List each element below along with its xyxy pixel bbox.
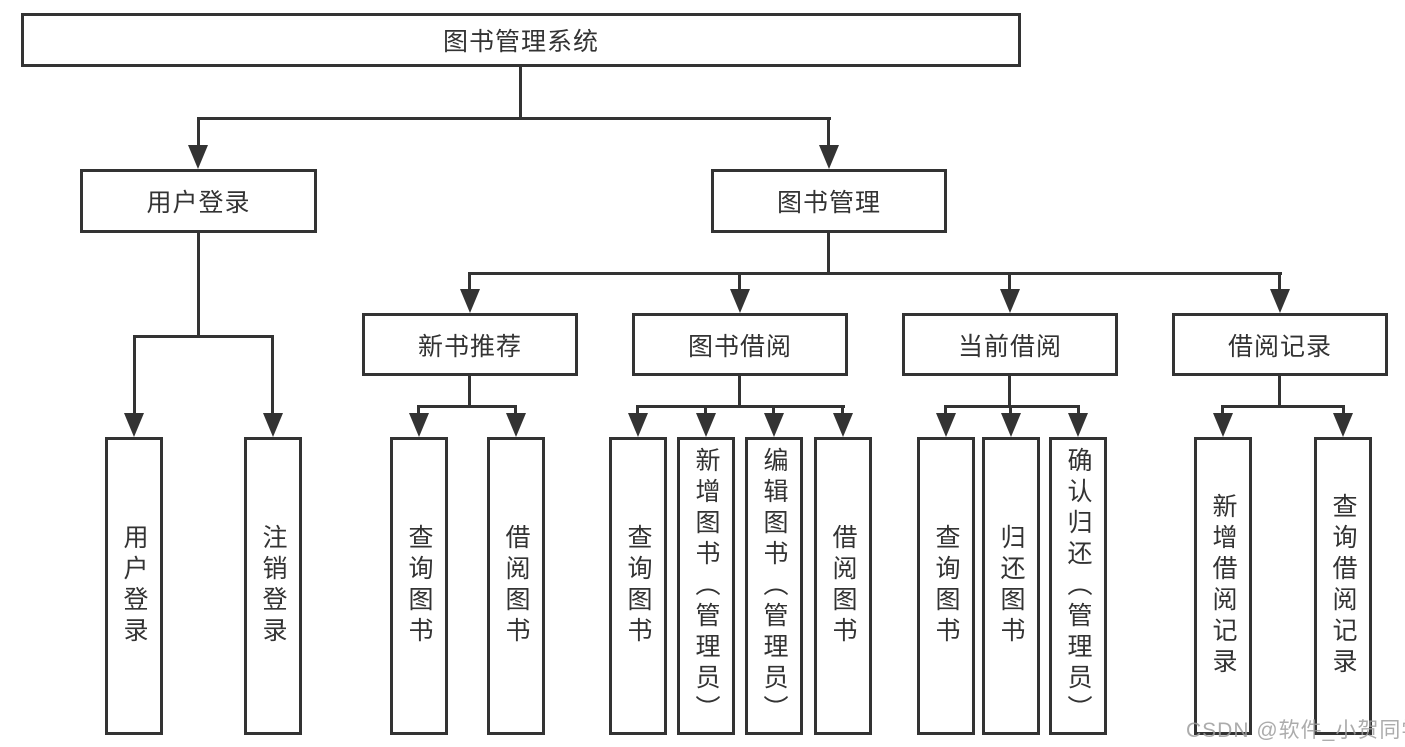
connector-line [417, 405, 420, 415]
leaf-label: 查询图书 [624, 524, 652, 648]
leaf-label: 归还图书 [997, 524, 1025, 648]
arrow-down-icon [409, 413, 429, 437]
watermark-csdn: CSDN @软件_小贺同学 [1186, 719, 1405, 742]
connector-line [1009, 405, 1012, 415]
arrow-down-icon [730, 289, 750, 313]
leaf-label: 借阅图书 [829, 524, 857, 648]
connector-line [468, 272, 471, 291]
node-label: 新书推荐 [417, 332, 522, 361]
leaf-query-books-recommend: 查询图书 [390, 437, 448, 735]
connector-line [1278, 376, 1281, 406]
node-label: 用户登录 [146, 189, 251, 217]
connector-line [827, 233, 830, 274]
arrow-down-icon [628, 413, 648, 437]
arrow-down-icon [1270, 289, 1290, 313]
node-label: 借阅记录 [1227, 332, 1332, 361]
node-label: 图书管理 [776, 189, 881, 217]
connector-line [133, 335, 274, 338]
node-label: 图书管理系统 [442, 28, 599, 56]
connector-line [133, 335, 136, 415]
connector-line [1221, 405, 1345, 408]
leaf-label: 新增图书（管理员） [692, 446, 720, 726]
arrow-down-icon [696, 413, 716, 437]
connector-line [197, 117, 200, 147]
leaf-logout: 注销登录 [244, 437, 302, 735]
arrow-down-icon [764, 413, 784, 437]
arrow-down-icon [188, 145, 208, 169]
connector-line [704, 405, 707, 415]
connector-line [519, 67, 522, 118]
connector-line [197, 233, 200, 337]
arrow-down-icon [460, 289, 480, 313]
connector-line [1221, 405, 1224, 415]
connector-line [636, 405, 639, 415]
connector-line [738, 272, 741, 291]
connector-line [468, 376, 471, 406]
arrow-down-icon [833, 413, 853, 437]
arrow-down-icon [1213, 413, 1233, 437]
leaf-return-books: 归还图书 [982, 437, 1040, 735]
leaf-confirm-return-admin: 确认归还（管理员） [1049, 437, 1107, 735]
node-book-borrowing: 图书借阅 [632, 313, 848, 376]
connector-line [636, 405, 845, 408]
leaf-label: 查询图书 [405, 524, 433, 648]
leaf-query-books-borrowing: 查询图书 [609, 437, 667, 735]
leaf-label: 编辑图书（管理员） [760, 446, 788, 726]
arrow-down-icon [124, 413, 144, 437]
leaf-query-borrow-record: 查询借阅记录 [1314, 437, 1372, 735]
leaf-add-borrow-record: 新增借阅记录 [1194, 437, 1252, 735]
node-book-management: 图书管理 [711, 169, 947, 233]
leaf-label: 新增借阅记录 [1209, 493, 1237, 679]
connector-line [197, 117, 831, 120]
leaf-label: 确认归还（管理员） [1064, 446, 1092, 726]
leaf-label: 借阅图书 [502, 524, 530, 648]
connector-line [944, 405, 1080, 408]
node-label: 当前借阅 [957, 332, 1062, 361]
leaf-add-books-admin: 新增图书（管理员） [677, 437, 735, 735]
node-library-management-system: 图书管理系统 [21, 13, 1021, 67]
arrow-down-icon [1333, 413, 1353, 437]
connector-line [1342, 405, 1345, 415]
node-new-book-recommendation: 新书推荐 [362, 313, 578, 376]
leaf-user-login: 用户登录 [105, 437, 163, 735]
leaf-label: 注销登录 [259, 524, 287, 648]
arrow-down-icon [936, 413, 956, 437]
node-label: 图书借阅 [687, 332, 792, 361]
arrow-down-icon [506, 413, 526, 437]
leaf-label: 查询借阅记录 [1329, 493, 1357, 679]
arrow-down-icon [1000, 289, 1020, 313]
connector-line [417, 405, 517, 408]
connector-line [514, 405, 517, 415]
connector-line [1278, 272, 1281, 291]
leaf-label: 用户登录 [120, 524, 148, 648]
connector-line [469, 272, 1282, 275]
leaf-label: 查询图书 [932, 524, 960, 648]
connector-line [827, 117, 830, 147]
connector-line [1008, 272, 1011, 291]
leaf-borrow-books-borrowing: 借阅图书 [814, 437, 872, 735]
leaf-query-books-current: 查询图书 [917, 437, 975, 735]
connector-line [1008, 376, 1011, 406]
connector-line [1077, 405, 1080, 415]
leaf-edit-books-admin: 编辑图书（管理员） [745, 437, 803, 735]
connector-line [772, 405, 775, 415]
leaf-borrow-books-recommend: 借阅图书 [487, 437, 545, 735]
node-borrowing-records: 借阅记录 [1172, 313, 1388, 376]
node-current-borrowing: 当前借阅 [902, 313, 1118, 376]
arrow-down-icon [819, 145, 839, 169]
connector-line [738, 376, 741, 406]
arrow-down-icon [1068, 413, 1088, 437]
arrow-down-icon [263, 413, 283, 437]
connector-line [271, 335, 274, 415]
connector-line [944, 405, 947, 415]
arrow-down-icon [1001, 413, 1021, 437]
node-user-login: 用户登录 [80, 169, 317, 233]
connector-line [841, 405, 844, 415]
